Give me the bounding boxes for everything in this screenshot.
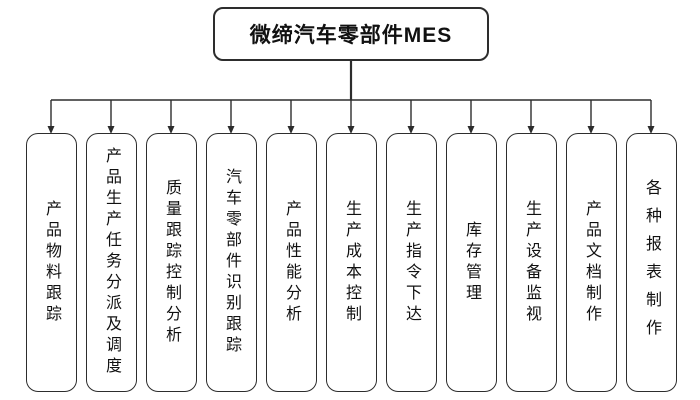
child-node-production-cost-control: 生产成本控制 xyxy=(325,133,377,392)
root-node: 微缔汽车零部件MES xyxy=(213,7,489,61)
child-node-inventory-management: 库存管理 xyxy=(445,133,497,392)
child-node-product-document-creation: 产品文档制作 xyxy=(565,133,617,392)
child-node-report-creation: 各种报表制作 xyxy=(625,133,677,392)
child-node-label: 质量跟踪控制分析 xyxy=(163,178,180,347)
child-node-label: 产品物料跟踪 xyxy=(43,199,60,326)
child-node-label: 产品性能分析 xyxy=(283,199,300,326)
child-node-production-order-issuing: 生产指令下达 xyxy=(385,133,437,392)
child-node-label: 汽车零部件识别跟踪 xyxy=(223,168,240,357)
child-node-label: 生产指令下达 xyxy=(403,199,420,326)
child-node-label: 生产设备监视 xyxy=(523,199,540,326)
child-node-equipment-monitoring: 生产设备监视 xyxy=(505,133,557,392)
arrowhead-icons xyxy=(47,126,655,134)
child-node-label: 各种报表制作 xyxy=(643,178,660,347)
child-node-task-dispatch-scheduling: 产品生产任务分派及调度 xyxy=(85,133,137,392)
child-node-label: 生产成本控制 xyxy=(343,199,360,326)
child-node-label: 库存管理 xyxy=(463,220,480,305)
child-node-product-performance-analysis: 产品性能分析 xyxy=(265,133,317,392)
child-node-parts-identification-tracking: 汽车零部件识别跟踪 xyxy=(205,133,257,392)
child-node-quality-tracking-analysis: 质量跟踪控制分析 xyxy=(145,133,197,392)
root-node-label: 微缔汽车零部件MES xyxy=(249,24,453,47)
child-node-label: 产品生产任务分派及调度 xyxy=(103,147,120,378)
child-node-product-material-tracking: 产品物料跟踪 xyxy=(25,133,77,392)
child-node-label: 产品文档制作 xyxy=(583,199,600,326)
